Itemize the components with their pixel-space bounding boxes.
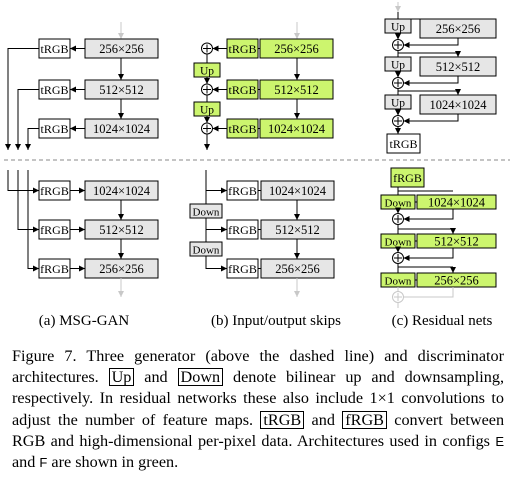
svg-text:512×512: 512×512 (436, 60, 481, 74)
down-term: Down (177, 368, 224, 387)
panel-msg-gan: 256×256 512×512 1024×1024 tRGB tRGB tRGB… (5, 22, 159, 329)
sum-node (392, 252, 404, 264)
sum-node-ghost (392, 291, 404, 303)
svg-text:1024×1024: 1024×1024 (268, 122, 326, 136)
svg-text:fRGB: fRGB (40, 262, 69, 276)
svg-text:Down: Down (385, 276, 412, 288)
figure-caption: Figure 7. Three generator (above the das… (12, 347, 505, 472)
panel-input-output-skips: 256×256 512×512 1024×1024 tRGB tRGB tRGB (189, 22, 341, 329)
svg-text:256×256: 256×256 (274, 42, 319, 56)
svg-text:1024×1024: 1024×1024 (428, 196, 486, 210)
svg-text:tRGB: tRGB (228, 122, 256, 136)
svg-text:fRGB: fRGB (228, 262, 257, 276)
svg-text:256×256: 256×256 (436, 22, 481, 36)
sum-node (201, 42, 213, 55)
sum-node (201, 83, 213, 96)
svg-text:Down: Down (385, 198, 412, 210)
svg-text:512×512: 512×512 (274, 83, 319, 97)
svg-text:256×256: 256×256 (99, 262, 144, 276)
gen-block-256-label: 256×256 (99, 42, 144, 56)
svg-text:Up: Up (200, 105, 214, 117)
svg-text:1024×1024: 1024×1024 (93, 184, 151, 198)
svg-text:tRGB: tRGB (40, 83, 68, 97)
sum-node (392, 115, 404, 127)
config-e: E (495, 433, 504, 449)
svg-text:Down: Down (193, 207, 220, 219)
trgb-box (386, 133, 421, 154)
svg-text:tRGB: tRGB (228, 42, 256, 56)
svg-text:1024×1024: 1024×1024 (269, 184, 327, 198)
svg-text:tRGB: tRGB (389, 137, 417, 151)
sum-node (201, 122, 213, 135)
svg-text:256×256: 256×256 (434, 274, 479, 288)
svg-text:512×512: 512×512 (99, 223, 144, 237)
svg-text:Up: Up (391, 22, 405, 34)
up-term: Up (108, 368, 135, 387)
subcaption-c: (c) Residual nets (392, 313, 493, 329)
sum-node (392, 77, 404, 89)
svg-text:1024×1024: 1024×1024 (429, 98, 487, 112)
frgb-box (390, 167, 425, 188)
config-f: F (39, 455, 48, 471)
svg-text:Up: Up (391, 98, 405, 110)
svg-text:fRGB: fRGB (40, 184, 69, 198)
sum-node (392, 39, 404, 51)
svg-text:tRGB: tRGB (40, 42, 68, 56)
trgb-term: tRGB (260, 410, 305, 429)
sum-node (392, 213, 404, 225)
svg-text:512×512: 512×512 (434, 235, 479, 249)
svg-text:fRGB: fRGB (40, 223, 69, 237)
subcaption-a: (a) MSG-GAN (39, 313, 130, 329)
caption-label: Figure 7. (12, 347, 77, 365)
svg-text:Down: Down (385, 237, 412, 249)
svg-text:512×512: 512×512 (275, 223, 320, 237)
svg-text:Up: Up (200, 66, 214, 78)
panel-residual-nets: Up 256×256 Up 512×512 Up 1024×1024 (380, 2, 497, 329)
svg-text:fRGB: fRGB (393, 171, 422, 185)
svg-text:Up: Up (391, 60, 405, 72)
svg-text:fRGB: fRGB (228, 184, 257, 198)
svg-text:fRGB: fRGB (228, 223, 257, 237)
gen-block-512-label: 512×512 (99, 83, 144, 97)
gen-block-1024-label: 1024×1024 (93, 122, 151, 136)
svg-text:256×256: 256×256 (275, 262, 320, 276)
subcaption-b: (b) Input/output skips (211, 313, 341, 329)
svg-text:Down: Down (193, 245, 220, 257)
svg-text:tRGB: tRGB (228, 83, 256, 97)
architecture-figure: 256×256 512×512 1024×1024 tRGB tRGB tRGB… (4, 2, 510, 329)
frgb-term: fRGB (342, 410, 387, 429)
svg-text:tRGB: tRGB (40, 122, 68, 136)
